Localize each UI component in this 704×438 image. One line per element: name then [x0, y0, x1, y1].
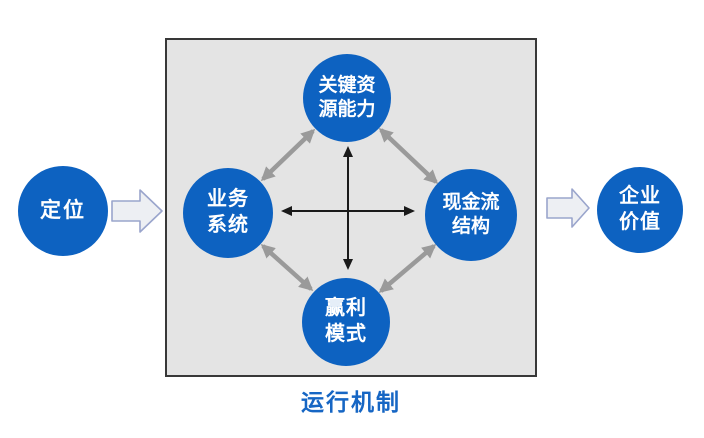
mechanism-caption: 运行机制	[301, 389, 401, 415]
double-arrow-cashflow-profit-icon	[378, 244, 437, 293]
double-arrow-keyres-cashflow-icon	[378, 127, 439, 185]
flow-arrow-left-icon	[111, 189, 163, 233]
node-enterprise-value-line2: 价值	[619, 211, 661, 233]
node-key-resources-line2: 源能力	[318, 99, 376, 120]
node-profit-model-line2: 模式	[325, 323, 367, 345]
node-business-system: 业务 系统	[183, 168, 273, 258]
node-business-system-line2: 系统	[207, 214, 249, 236]
flow-arrow-right-icon	[546, 188, 590, 228]
node-key-resources: 关键资 源能力	[303, 54, 391, 142]
node-enterprise-value: 企业 价值	[597, 167, 683, 253]
node-positioning-label: 定位	[40, 198, 86, 222]
double-arrow-keyres-bizsys-icon	[260, 128, 316, 182]
node-positioning: 定位	[18, 166, 108, 256]
node-profit-model: 赢利 模式	[302, 278, 390, 366]
node-business-system-line1: 业务	[207, 188, 249, 211]
node-cash-flow: 现金流 结构	[425, 169, 517, 261]
node-key-resources-line1: 关键资	[318, 74, 376, 96]
node-cash-flow-line2: 结构	[451, 216, 490, 237]
node-profit-model-line1: 赢利	[325, 297, 367, 320]
node-cash-flow-line1: 现金流	[442, 191, 500, 213]
double-arrow-bizsys-profit-icon	[260, 243, 314, 292]
node-enterprise-value-line1: 企业	[619, 185, 661, 208]
